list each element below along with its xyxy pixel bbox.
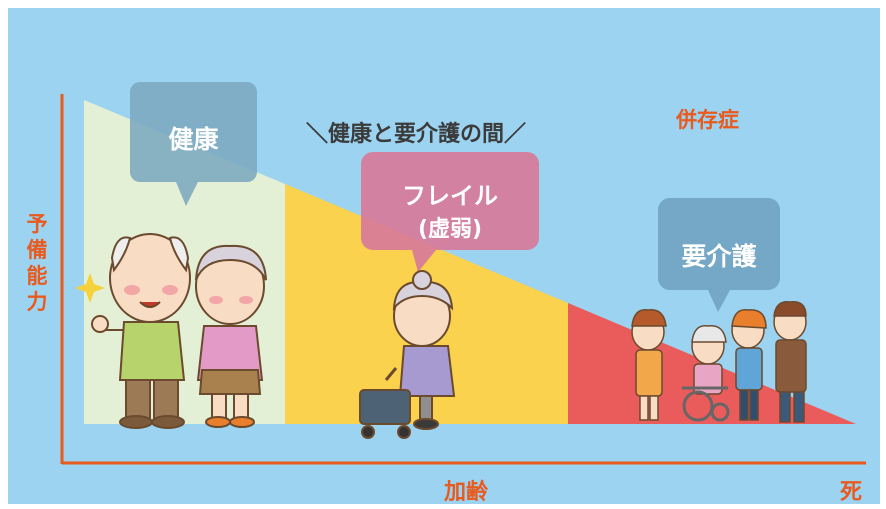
frail-bubble: [361, 152, 539, 272]
y-axis-label-char: 能: [26, 264, 48, 288]
care-bubble: [658, 198, 780, 312]
diagram-panel: 予 備 能 力 加齢 死 併存症 ＼健康と要介護の間／ 健康 フレイル (虚弱)…: [8, 8, 880, 504]
sparkle-icon: [75, 273, 105, 303]
frail-stage-sublabel: (虚弱): [417, 217, 483, 242]
top-caption: ＼健康と要介護の間／: [306, 122, 527, 147]
health-bubble: [130, 82, 257, 206]
comorbidity-label: 併存症: [676, 108, 739, 132]
health-stage-label: 健康: [168, 125, 219, 154]
end-label: 死: [840, 480, 863, 504]
family-with-wheelchair-icon: [631, 301, 807, 423]
elderly-man-icon: [91, 233, 191, 429]
elderly-woman-icon: [195, 244, 267, 428]
frail-stage-label: フレイル: [402, 182, 498, 210]
x-axis-label: 加齢: [444, 480, 489, 504]
frail-woman-with-walker-icon: [359, 270, 456, 439]
y-axis-label: 予 備 能 力: [24, 211, 50, 315]
y-axis-label-char: 予: [26, 212, 48, 236]
y-axis-label-char: 力: [26, 290, 48, 314]
frailty-diagram: [60, 82, 866, 465]
care-stage-label: 要介護: [681, 242, 757, 271]
y-axis-label-char: 備: [26, 238, 48, 262]
